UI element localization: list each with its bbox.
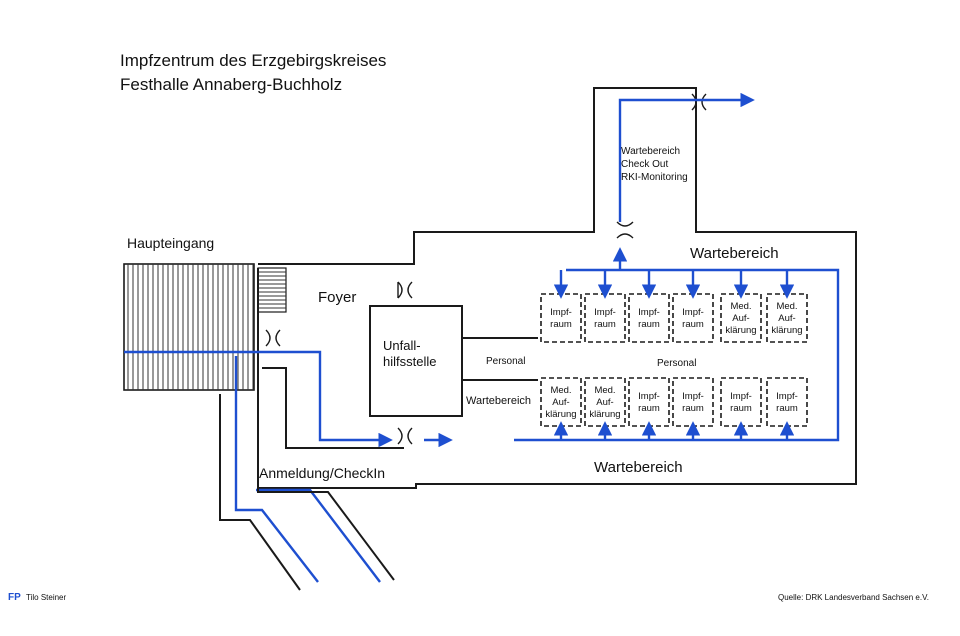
bottom-room-1-label-1: Med. — [550, 385, 571, 396]
door-checkout — [616, 221, 634, 239]
footer-source: Quelle: DRK Landesverband Sachsen e.V. — [778, 593, 929, 602]
building-outline — [257, 87, 857, 489]
bottom-room-4-label-1: Impf- — [682, 391, 704, 402]
bottom-room-5-label-2: raum — [730, 403, 752, 414]
top-room-2: Impf-raum — [584, 293, 626, 343]
label-checkout-2: Check Out — [621, 159, 668, 170]
bottom-room-6-label-2: raum — [776, 403, 798, 414]
bottom-room-4-label-2: raum — [682, 403, 704, 414]
label-unfall-1: Unfall- — [383, 338, 421, 353]
top-rooms: Impf-raumImpf-raumImpf-raumImpf-raumMed.… — [540, 293, 808, 343]
first-aid-room — [369, 305, 463, 417]
bottom-room-2-label-1: Med. — [594, 385, 615, 396]
label-checkout-3: RKI-Monitoring — [621, 172, 688, 183]
label-personal-center: Personal — [657, 358, 696, 369]
label-haupteingang: Haupteingang — [127, 235, 214, 251]
bottom-room-3-label-1: Impf- — [638, 391, 660, 402]
flow-loop — [514, 268, 840, 442]
bottom-room-1-label-3: klärung — [545, 409, 576, 420]
flow-ramp-2 — [256, 488, 381, 583]
label-wartebereich-top: Wartebereich — [690, 245, 779, 262]
top-room-6-label-3: klärung — [771, 325, 802, 336]
door-entrance — [265, 329, 281, 347]
label-checkout-1: Wartebereich — [621, 146, 680, 157]
label-anmeldung: Anmeldung/CheckIn — [259, 465, 385, 481]
footer-logo: FP — [8, 592, 21, 603]
top-room-3-label-2: raum — [638, 319, 660, 330]
top-room-6: Med.Auf-klärung — [766, 293, 808, 343]
bottom-room-1: Med.Auf-klärung — [540, 377, 582, 427]
top-room-4-label-2: raum — [682, 319, 704, 330]
top-room-3-label-1: Impf- — [638, 307, 660, 318]
inner-stairs — [257, 267, 287, 313]
bottom-room-1-label-2: Auf- — [552, 397, 569, 408]
bottom-room-2-label-3: klärung — [589, 409, 620, 420]
bottom-rooms: Med.Auf-klärungMed.Auf-klärungImpf-raumI… — [540, 377, 808, 427]
door-checkin-exit — [397, 427, 413, 445]
bottom-room-3: Impf-raum — [628, 377, 670, 427]
visitor-flow — [124, 92, 840, 583]
top-room-6-label-1: Med. — [776, 301, 797, 312]
top-room-5-label-1: Med. — [730, 301, 751, 312]
bottom-room-2: Med.Auf-klärung — [584, 377, 626, 427]
flow-ramp-1 — [234, 356, 319, 583]
flow-entrance — [124, 350, 393, 448]
label-unfall-2: hilfsstelle — [383, 354, 436, 369]
bottom-room-5-label-1: Impf- — [730, 391, 752, 402]
bottom-room-5: Impf-raum — [720, 377, 762, 427]
door-exit — [691, 93, 707, 111]
title-line-2: Festhalle Annaberg-Buchholz — [120, 75, 342, 94]
top-room-1-label-1: Impf- — [550, 307, 572, 318]
ramp-wall-left — [219, 394, 301, 591]
checkin-corner — [262, 367, 287, 392]
top-room-4: Impf-raum — [672, 293, 714, 343]
bottom-room-2-label-2: Auf- — [596, 397, 613, 408]
ramp-wall-right — [257, 488, 395, 581]
bottom-room-6: Impf-raum — [766, 377, 808, 427]
bottom-room-6-label-1: Impf- — [776, 391, 798, 402]
top-room-5-label-2: Auf- — [732, 313, 749, 324]
top-room-5-label-3: klärung — [725, 325, 756, 336]
door-foyer — [397, 281, 413, 299]
bottom-room-4: Impf-raum — [672, 377, 714, 427]
footer-author: Tilo Steiner — [26, 593, 67, 602]
label-foyer: Foyer — [318, 289, 356, 306]
top-room-4-label-1: Impf- — [682, 307, 704, 318]
top-room-1-label-2: raum — [550, 319, 572, 330]
top-room-1: Impf-raum — [540, 293, 582, 343]
top-room-2-label-1: Impf- — [594, 307, 616, 318]
top-room-3: Impf-raum — [628, 293, 670, 343]
label-wartebereich-bottom: Wartebereich — [594, 459, 683, 476]
bottom-room-3-label-2: raum — [638, 403, 660, 414]
title-line-1: Impfzentrum des Erzgebirgskreises — [120, 51, 386, 70]
label-wartebereich-left: Wartebereich — [466, 395, 531, 407]
top-room-5: Med.Auf-klärung — [720, 293, 762, 343]
top-room-2-label-2: raum — [594, 319, 616, 330]
checkin-wall — [285, 392, 404, 449]
top-room-6-label-2: Auf- — [778, 313, 795, 324]
label-personal-left: Personal — [486, 356, 525, 367]
main-entrance-stairs — [123, 263, 255, 391]
flow-exit — [618, 92, 755, 222]
